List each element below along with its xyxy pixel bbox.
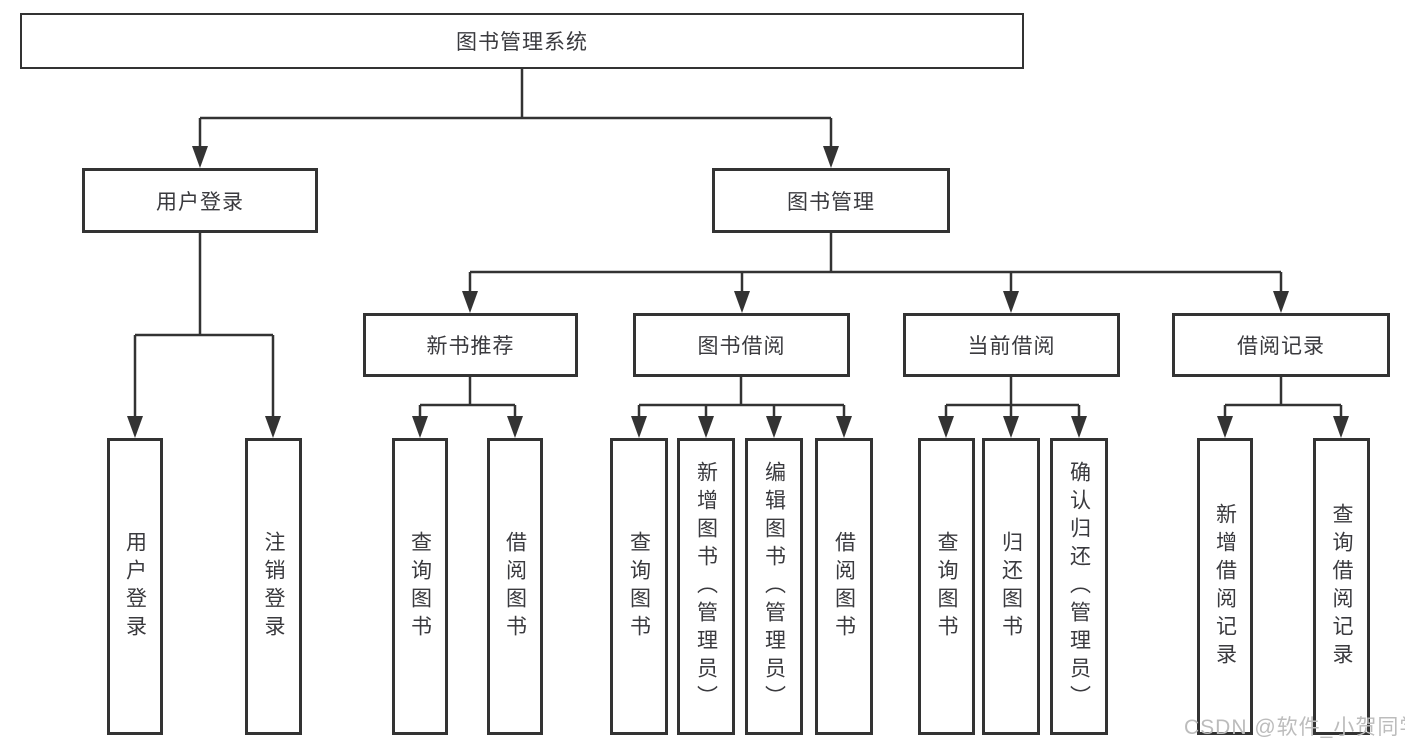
- node-root-system: 图书管理系统: [20, 13, 1024, 69]
- arrowhead-icons: [127, 146, 1349, 438]
- node-borrow-books-under-recommend-label: 借阅图书: [503, 530, 527, 643]
- node-add-books-admin-label: 新增图书（管理员）: [694, 460, 718, 713]
- node-user-login-action: 用户登录: [107, 438, 163, 735]
- node-book-management-module-label: 图书管理: [787, 190, 875, 214]
- node-add-borrow-record: 新增借阅记录: [1197, 438, 1253, 735]
- node-query-books-under-recommend-label: 查询图书: [408, 530, 432, 643]
- node-current-borrowing-label: 当前借阅: [967, 335, 1056, 358]
- node-confirm-return-admin: 确认归还（管理员）: [1050, 438, 1108, 735]
- node-new-book-recommend-label: 新书推荐: [426, 335, 515, 358]
- node-query-books-under-current-label: 查询图书: [935, 530, 958, 643]
- node-logout-action-label: 注销登录: [262, 530, 285, 643]
- node-borrow-books-under-borrowing-label: 借阅图书: [832, 530, 856, 643]
- node-edit-books-admin-label: 编辑图书（管理员）: [762, 460, 786, 713]
- node-return-books-label: 归还图书: [999, 530, 1023, 643]
- node-query-books-under-borrowing-label: 查询图书: [627, 530, 651, 643]
- node-add-borrow-record-label: 新增借阅记录: [1213, 502, 1237, 671]
- node-book-borrowing: 图书借阅: [633, 313, 850, 377]
- node-logout-action: 注销登录: [245, 438, 302, 735]
- csdn-watermark: CSDN @软件_小贺同学: [1184, 716, 1405, 739]
- node-book-management-module: 图书管理: [712, 168, 950, 233]
- node-query-borrow-record-label: 查询借阅记录: [1330, 502, 1353, 671]
- node-current-borrowing: 当前借阅: [903, 313, 1120, 377]
- node-user-login-module: 用户登录: [82, 168, 318, 233]
- node-query-books-under-borrowing: 查询图书: [610, 438, 668, 735]
- node-book-borrowing-label: 图书借阅: [697, 335, 786, 358]
- node-return-books: 归还图书: [982, 438, 1040, 735]
- node-root-system-label: 图书管理系统: [456, 31, 588, 54]
- connector-lines: [133, 69, 1343, 419]
- node-user-login-module-label: 用户登录: [156, 190, 244, 214]
- node-new-book-recommend: 新书推荐: [363, 313, 578, 377]
- node-borrowing-records: 借阅记录: [1172, 313, 1390, 377]
- node-edit-books-admin: 编辑图书（管理员）: [745, 438, 803, 735]
- node-add-books-admin: 新增图书（管理员）: [677, 438, 735, 735]
- node-query-books-under-recommend: 查询图书: [392, 438, 448, 735]
- node-borrowing-records-label: 借阅记录: [1237, 335, 1325, 358]
- node-query-borrow-record: 查询借阅记录: [1313, 438, 1370, 735]
- node-user-login-action-label: 用户登录: [123, 530, 147, 643]
- node-query-books-under-current: 查询图书: [918, 438, 975, 735]
- node-borrow-books-under-recommend: 借阅图书: [487, 438, 543, 735]
- node-confirm-return-admin-label: 确认归还（管理员）: [1067, 460, 1091, 713]
- node-borrow-books-under-borrowing: 借阅图书: [815, 438, 873, 735]
